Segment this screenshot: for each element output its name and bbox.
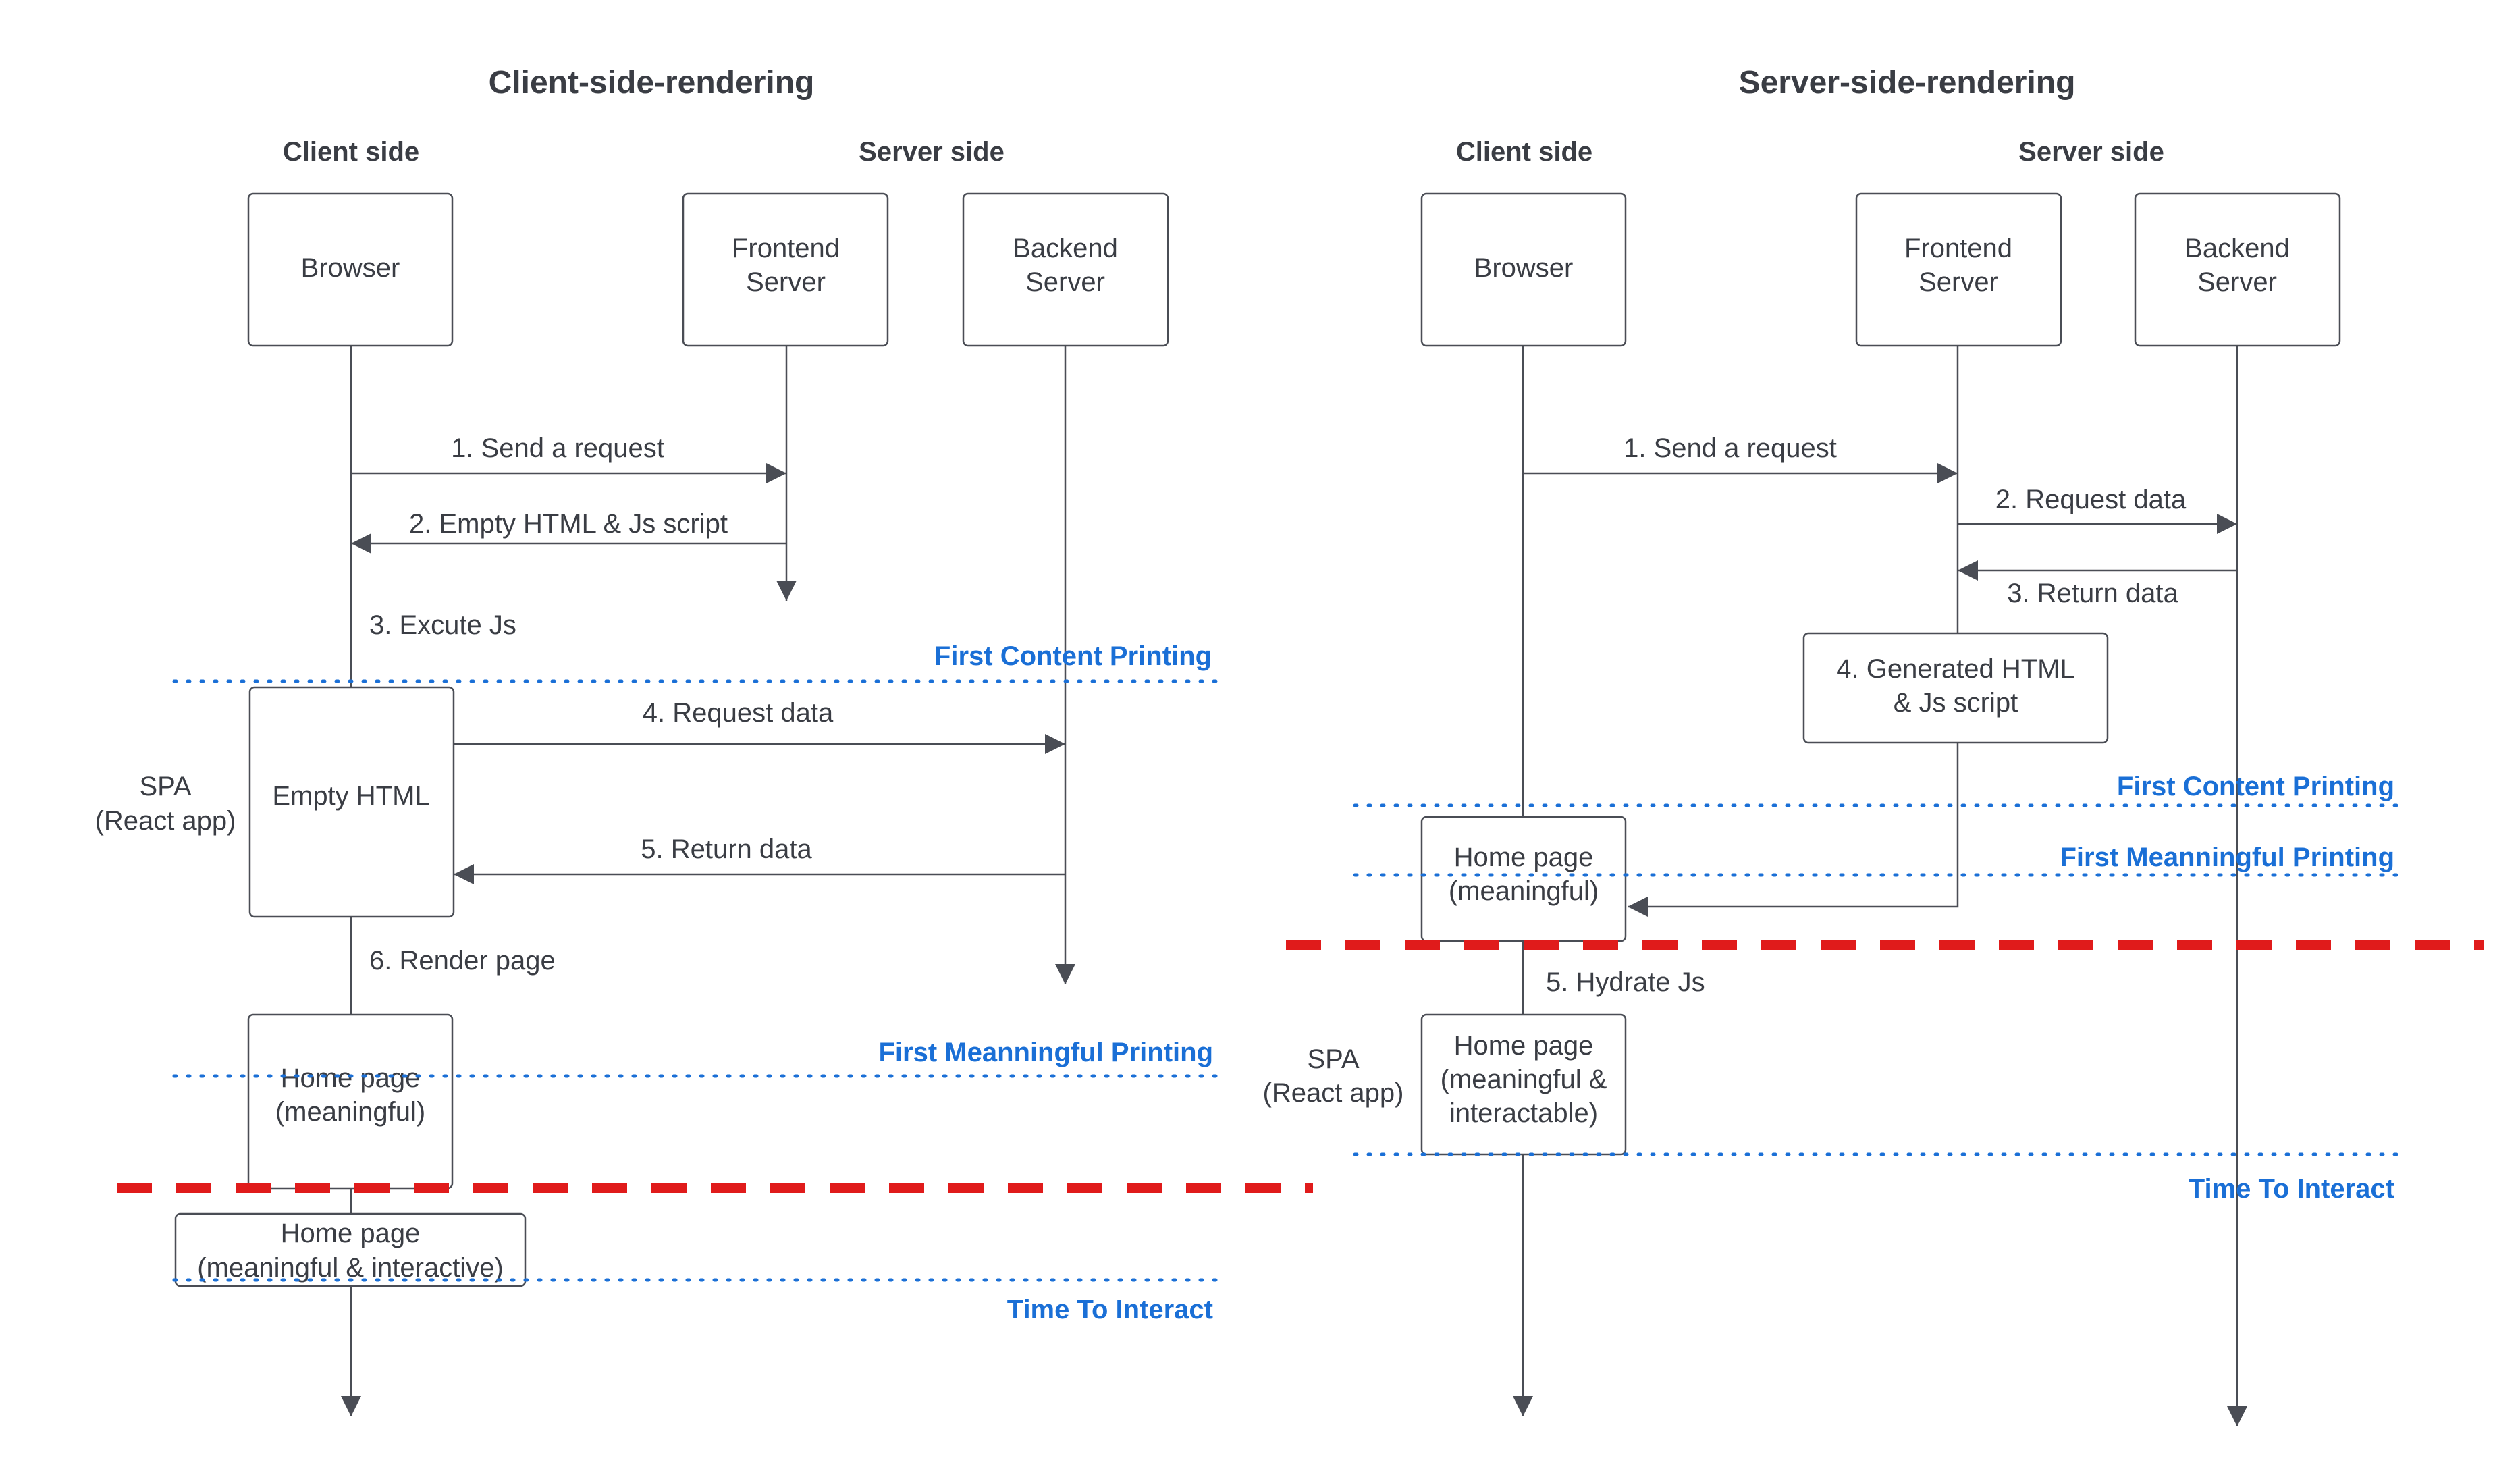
csr-request-data-label: 4. Request data: [643, 698, 834, 728]
csr-first-content-label: First Content Printing: [934, 641, 1212, 671]
csr-backend-server-label: Backend: [1013, 234, 1118, 263]
ssr-title: Server-side-rendering: [1739, 65, 2076, 101]
csr-send-request-label: 1. Send a request: [451, 433, 664, 463]
ssr-spa-label: (React app): [1263, 1078, 1404, 1108]
ssr-spa-label: SPA: [1307, 1044, 1359, 1074]
ssr-panel: Server-side-rendering Client side Server…: [1263, 65, 2484, 1426]
csr-browser-label: Browser: [301, 253, 400, 283]
csr-execute-js-label: 3. Excute Js: [369, 610, 516, 640]
csr-home-meaningful-label: Home page: [281, 1063, 421, 1093]
csr-frontend-server-label: Frontend: [732, 234, 840, 263]
ssr-frontend-server-participant: [1855, 192, 2062, 347]
csr-home-interactive-box: [174, 1212, 527, 1287]
ssr-home-meaningful-label: Home page: [1454, 843, 1594, 872]
ssr-backend-server-participant: [2134, 192, 2341, 347]
ssr-time-to-interact-label: Time To Interact: [2189, 1174, 2394, 1204]
ssr-backend-server-label: Server: [2197, 267, 2277, 297]
csr-spa-label: SPA: [139, 772, 191, 801]
ssr-backend-server-label: Backend: [2184, 234, 2290, 263]
csr-return-data-label: 5. Return data: [641, 834, 812, 864]
ssr-frontend-server-label: Frontend: [1904, 234, 2012, 263]
ssr-generated-html-label: 4. Generated HTML: [1836, 654, 2075, 684]
ssr-request-data-label: 2. Request data: [1995, 485, 2187, 514]
csr-home-interactive-label: Home page: [281, 1219, 421, 1248]
ssr-frontend-server-label: Server: [1919, 267, 1998, 297]
ssr-server-side-header: Server side: [2018, 137, 2164, 167]
csr-time-to-interact-label: Time To Interact: [1007, 1295, 1213, 1325]
ssr-generated-html-label: & Js script: [1894, 688, 2018, 718]
csr-home-meaningful-box: [247, 1013, 454, 1190]
csr-empty-html-box-label: Empty HTML: [272, 781, 429, 811]
csr-title: Client-side-rendering: [489, 65, 815, 101]
ssr-return-data-label: 3. Return data: [2007, 579, 2178, 608]
csr-home-meaningful-label: (meaningful): [275, 1097, 425, 1127]
ssr-first-meaningful-label: First Meanningful Printing: [2060, 843, 2394, 872]
ssr-hydrate-js-label: 5. Hydrate Js: [1546, 967, 1705, 997]
ssr-deliver-html-arrow: [1628, 743, 1959, 917]
ssr-home-meaningful-label: (meaningful): [1449, 876, 1599, 906]
ssr-home-interactable-label: Home page: [1454, 1031, 1594, 1061]
csr-backend-server-label: Server: [1025, 267, 1105, 297]
csr-empty-html-box: [248, 686, 455, 918]
ssr-browser-participant: [1420, 192, 1627, 347]
csr-panel: Client-side-rendering Client side Server…: [95, 65, 1313, 1416]
csr-frontend-server-participant: [682, 192, 889, 347]
csr-browser-participant: [247, 192, 454, 347]
csr-client-side-header: Client side: [283, 137, 419, 167]
csr-backend-server-participant: [962, 192, 1169, 347]
csr-server-side-header: Server side: [859, 137, 1004, 167]
ssr-browser-label: Browser: [1474, 253, 1574, 283]
csr-empty-html-label: 2. Empty HTML & Js script: [409, 509, 728, 539]
csr-home-interactive-label: (meaningful & interactive): [197, 1253, 504, 1283]
ssr-home-interactable-box: [1420, 1013, 1627, 1156]
ssr-home-interactable-label: interactable): [1449, 1098, 1598, 1128]
csr-spa-label: (React app): [95, 806, 236, 836]
csr-first-meaningful-label: First Meanningful Printing: [878, 1038, 1213, 1067]
ssr-client-side-header: Client side: [1456, 137, 1592, 167]
csr-render-page-label: 6. Render page: [369, 946, 556, 976]
csr-frontend-server-label: Server: [746, 267, 826, 297]
ssr-home-interactable-label: (meaningful &: [1441, 1065, 1607, 1094]
ssr-send-request-label: 1. Send a request: [1624, 433, 1837, 463]
ssr-generated-html-box: [1802, 632, 2109, 744]
ssr-first-content-label: First Content Printing: [2117, 772, 2394, 801]
